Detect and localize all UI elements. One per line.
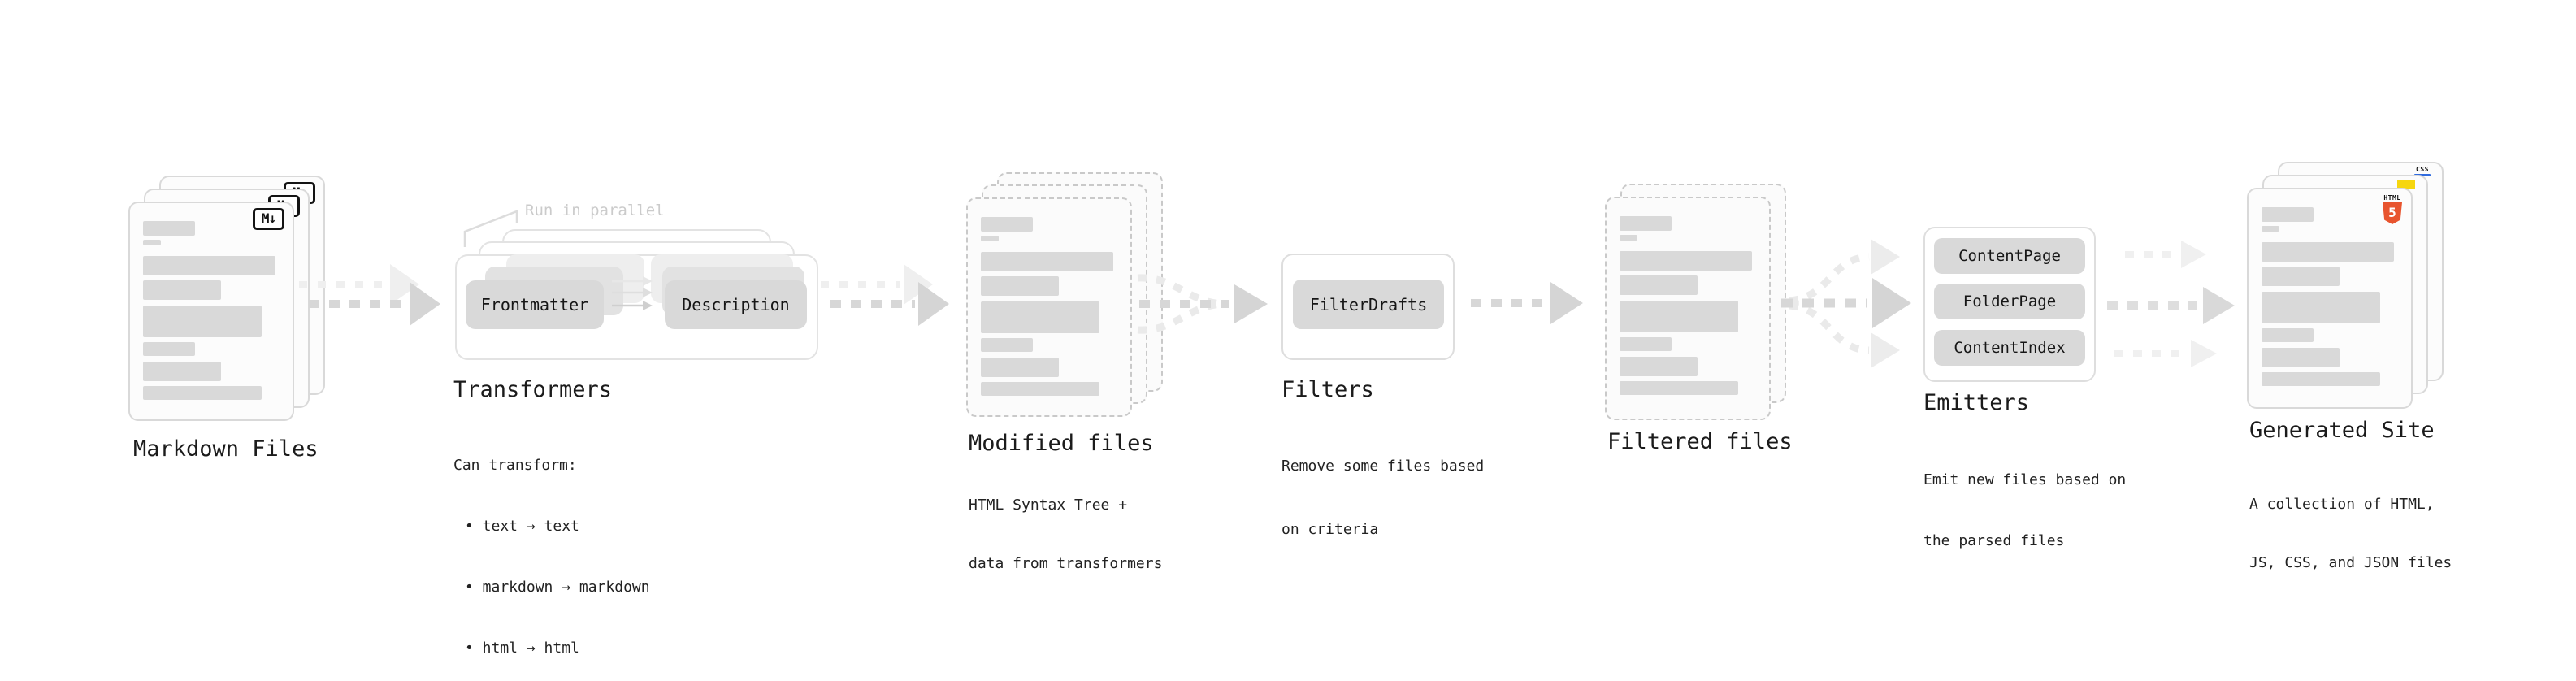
desc-line: Remove some files based: [1281, 458, 1485, 475]
arrow-filtered-to-emitters-fanout: [1781, 239, 1911, 368]
transformer-frontmatter: Frontmatter: [466, 280, 604, 329]
emitter-contentindex: ContentIndex: [1934, 330, 2085, 366]
arrow-filters-to-filtered: [1471, 282, 1583, 324]
content-bar: [1620, 275, 1698, 295]
content-bar: [981, 252, 1113, 271]
content-bar: [981, 236, 999, 241]
content-bar: [981, 301, 1100, 333]
transformer-description: Description: [665, 280, 807, 329]
stage-title-transformers: Transformers: [453, 377, 613, 402]
content-bar: [981, 358, 1059, 377]
document-content-placeholder: [130, 203, 293, 400]
content-bar: [1620, 235, 1637, 241]
content-bar: [2262, 242, 2394, 262]
content-bar: [981, 382, 1100, 396]
content-bar: [2262, 292, 2381, 323]
content-bar: [2262, 328, 2314, 342]
stage-title-modified-files: Modified files: [969, 431, 1154, 456]
content-bar: [1620, 251, 1752, 271]
html5-icon-label: HTML: [2383, 194, 2401, 202]
desc-line: Can transform:: [453, 457, 577, 474]
desc-line: Emit new files based on: [1923, 471, 2127, 488]
arrows-emitters-to-generated: [2107, 241, 2235, 367]
desc-line: data from transformers: [969, 555, 1163, 572]
content-bar: [2262, 267, 2340, 286]
content-bar: [143, 280, 221, 300]
stage-title-generated-site: Generated Site: [2249, 418, 2435, 443]
content-bar: [1620, 301, 1739, 332]
document-content-placeholder: [968, 199, 1130, 396]
generated-site-description: A collection of HTML, JS, CSS, and JSON …: [2249, 456, 2452, 612]
css-icon-label: CSS: [2416, 166, 2429, 173]
content-bar: [143, 256, 275, 275]
stage-title-markdown-files: Markdown Files: [133, 436, 319, 462]
filtered-file-card-front: [1605, 197, 1771, 420]
html5-icon: HTML 5: [2382, 194, 2403, 224]
desc-line: • text → text: [465, 518, 579, 535]
content-bar: [143, 342, 195, 356]
modified-file-card-front: [966, 197, 1132, 417]
document-content-placeholder: [1607, 198, 1769, 395]
arrow-transformers-to-modified: [821, 264, 949, 326]
desc-line: A collection of HTML,: [2249, 496, 2435, 513]
content-bar: [143, 221, 195, 236]
content-bar: [2262, 207, 2314, 222]
content-bar: [143, 386, 262, 400]
content-bar: [143, 362, 221, 381]
desc-line: • markdown → markdown: [465, 579, 650, 596]
desc-line: JS, CSS, and JSON files: [2249, 554, 2452, 571]
content-bar: [1620, 357, 1698, 376]
content-bar: [981, 217, 1033, 232]
modified-files-description: HTML Syntax Tree + data from transformer…: [969, 457, 1162, 613]
html5-icon-shield: 5: [2383, 202, 2402, 224]
content-bar: [1620, 381, 1739, 395]
emitter-contentpage: ContentPage: [1934, 238, 2085, 274]
filter-filterdrafts: FilterDrafts: [1293, 280, 1444, 329]
content-bar: [1620, 216, 1672, 231]
content-bar: [143, 240, 161, 245]
javascript-icon: [2397, 180, 2415, 189]
emitters-description: Emit new files based on the parsed files: [1923, 429, 2126, 592]
content-bar: [2262, 226, 2279, 232]
desc-line: the parsed files: [1923, 532, 2065, 549]
run-in-parallel-note: Run in parallel: [525, 202, 665, 219]
document-content-placeholder: [2249, 189, 2411, 386]
transformers-description: Can transform: • text → text • markdown …: [453, 414, 650, 681]
content-bar: [2262, 348, 2340, 367]
stage-title-filters: Filters: [1281, 377, 1374, 402]
content-bar: [981, 276, 1059, 296]
content-bar: [981, 338, 1033, 352]
stage-title-filtered-files: Filtered files: [1607, 429, 1793, 454]
content-bar: [143, 306, 262, 337]
generated-file-card-html: HTML 5: [2247, 188, 2413, 409]
desc-line: • html → html: [465, 640, 579, 657]
markdown-file-card-front: M↓: [128, 202, 294, 421]
stage-title-emitters: Emitters: [1923, 390, 2030, 415]
emitter-folderpage: FolderPage: [1934, 284, 2085, 319]
filters-description: Remove some files based on criteria: [1281, 414, 1484, 583]
desc-line: HTML Syntax Tree +: [969, 497, 1128, 514]
content-bar: [2262, 372, 2381, 386]
desc-line: on criteria: [1281, 521, 1379, 538]
content-bar: [1620, 337, 1672, 351]
markdown-icon: M↓: [253, 208, 284, 230]
